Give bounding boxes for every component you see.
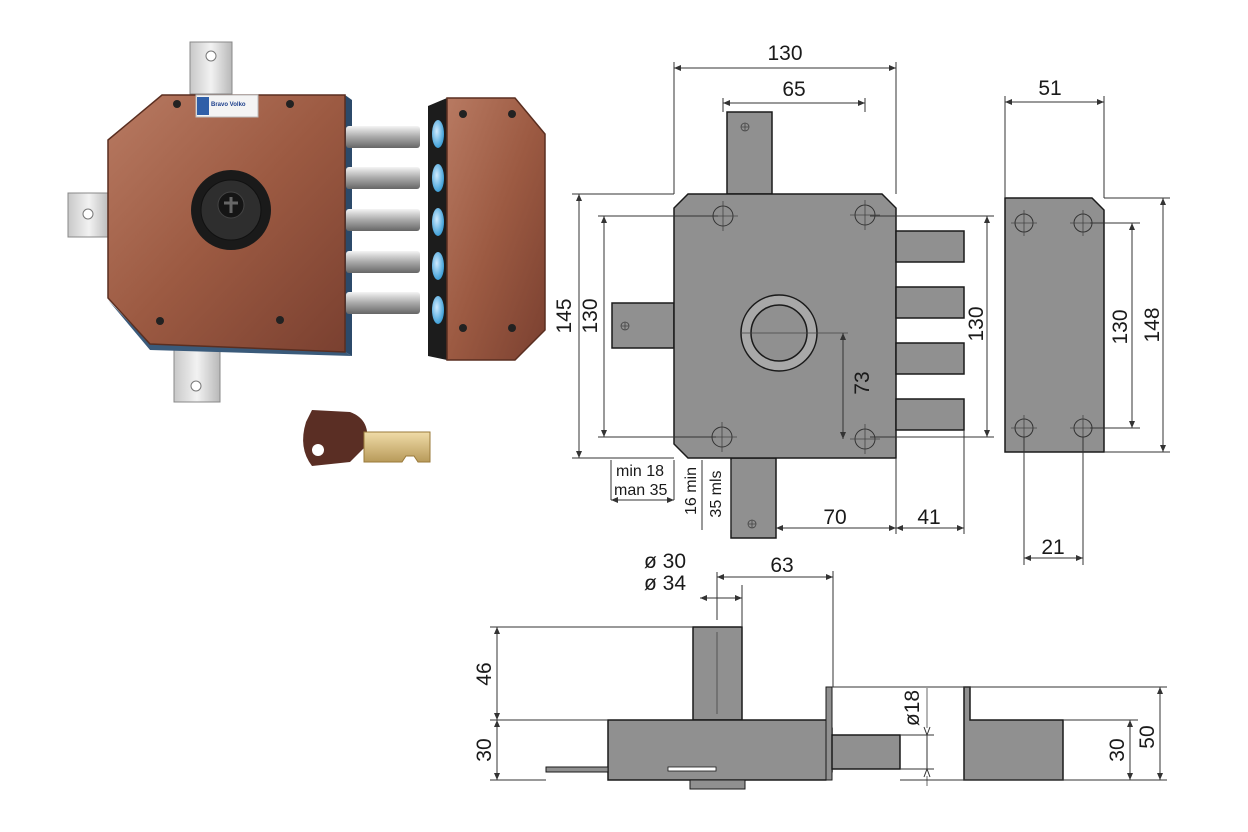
screw [173, 100, 181, 108]
dim-strike-spacing: 65 [782, 78, 805, 101]
side-bottom-tab [689, 779, 746, 790]
dim-max-label: man 35 [614, 482, 667, 499]
dim-keeper-holes-h: 21 [1041, 536, 1064, 559]
key [303, 410, 431, 466]
side-dimensions [490, 571, 1167, 786]
front-bolt [895, 398, 965, 431]
screw-hole [205, 50, 217, 62]
screw [459, 324, 467, 332]
dim-bolt-diameter: ø18 [901, 690, 924, 726]
dim-bolt-throw: 41 [917, 506, 940, 529]
dim-strike-depth: 46 [473, 662, 496, 685]
keeper-outline [1004, 197, 1105, 453]
dim-bolt-height: 130 [965, 306, 988, 341]
side-bolt [831, 734, 901, 770]
side-view [545, 626, 1064, 790]
front-bolt [895, 342, 965, 375]
lock-bolts [346, 126, 420, 314]
dim-min-label: min 18 [616, 463, 664, 480]
bottom-strike [730, 457, 777, 539]
brand-logo [195, 94, 259, 118]
key-blade [363, 431, 431, 463]
brand-logo-text: Bravo Volko [211, 102, 246, 108]
side-body [607, 719, 833, 781]
dim-hole-spacing: 130 [579, 298, 602, 333]
screw [156, 317, 164, 325]
dim-keeper-holes-v: 130 [1109, 309, 1132, 344]
front-bolt [895, 286, 965, 319]
bolt [346, 126, 420, 148]
screw [508, 324, 516, 332]
keeper-plate [446, 97, 546, 361]
keeper-hole [432, 252, 444, 280]
dim-keeper-width: 51 [1038, 77, 1061, 100]
top-strike [726, 111, 773, 195]
side-cylinder-housing [692, 626, 743, 721]
dim-front-width: 130 [767, 42, 802, 65]
keeper-side-outline [963, 686, 1064, 781]
dim-cyl-to-edge: 63 [770, 554, 793, 577]
bolt [346, 251, 420, 273]
dim-cylinder-d1: ø 30 [644, 550, 686, 573]
keeper-hole [432, 120, 444, 148]
left-strike [611, 302, 675, 349]
front-dimensions [572, 62, 994, 534]
screw [508, 110, 516, 118]
dim-cylinder-d2: ø 34 [644, 572, 686, 595]
bolt [346, 292, 420, 314]
dim-cylinder-offset: 73 [851, 371, 874, 394]
screw [459, 110, 467, 118]
front-bolt [895, 230, 965, 263]
bolt [346, 209, 420, 231]
keeper-hole [432, 296, 444, 324]
keeper-front-view [1004, 96, 1170, 565]
screw-hole [190, 380, 202, 392]
top-mounting-plate [189, 41, 233, 95]
keeper-hole [432, 164, 444, 192]
dim-body-height: 145 [553, 298, 576, 333]
dim-backset: 70 [823, 506, 846, 529]
dim-body-depth: 30 [473, 738, 496, 761]
front-view [611, 111, 965, 539]
side-plate [825, 686, 833, 781]
dim-min-16: 16 min [683, 467, 700, 515]
bolt [346, 167, 420, 189]
screw [286, 100, 294, 108]
lock-photo: Bravo Volko [67, 41, 546, 466]
screw [276, 316, 284, 324]
dim-keeper-total: 50 [1136, 725, 1159, 748]
screw-hole [82, 208, 94, 220]
side-flat-bar [545, 766, 609, 773]
dim-keeper-depth: 30 [1106, 738, 1129, 761]
dim-keeper-height: 148 [1141, 307, 1164, 342]
key-head [303, 410, 368, 466]
keeper-hole [432, 208, 444, 236]
dim-max-35: 35 mls [708, 470, 725, 517]
